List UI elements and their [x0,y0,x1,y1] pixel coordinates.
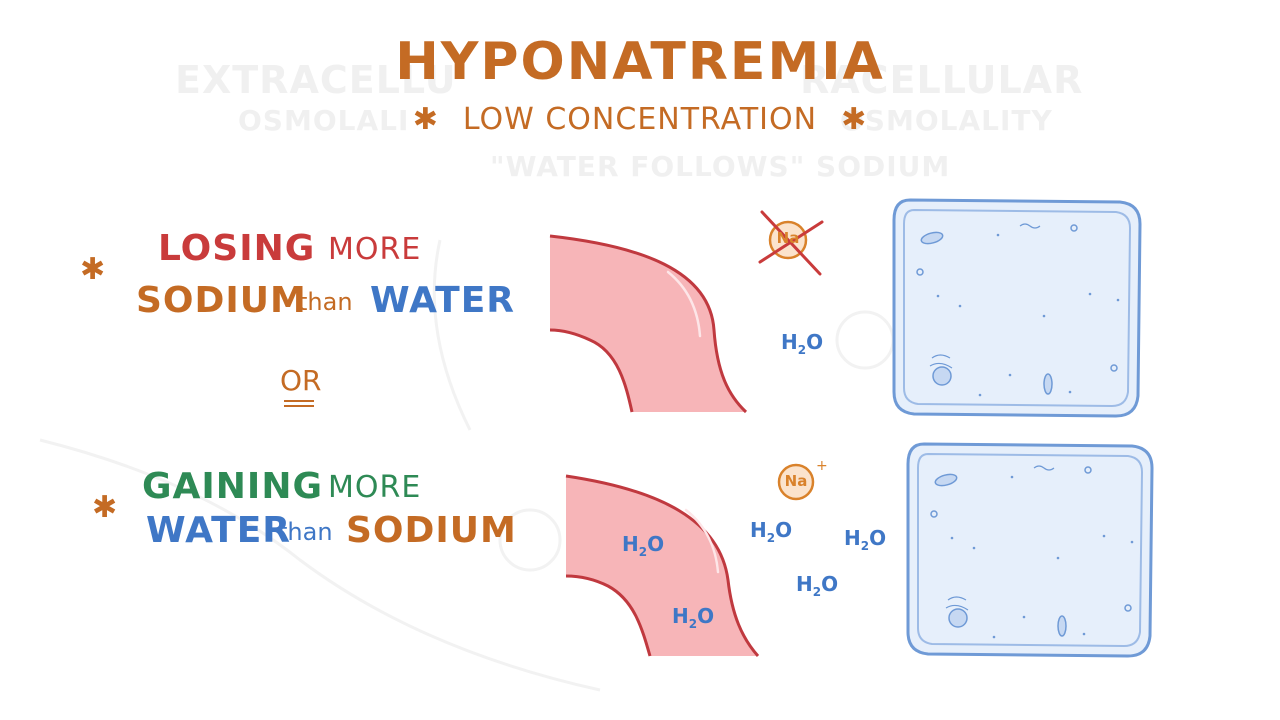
cross-out-mark [758,210,824,276]
label-water-2: WATER [146,510,292,551]
cell-top [892,198,1142,418]
label-losing: LOSING [158,228,316,269]
label-than-2: than [278,518,333,546]
water-molecule: H2O [781,330,824,357]
or-label: OR [280,364,322,397]
background-subtext-right: OSMOLALITY [840,104,1053,137]
label-gaining: GAINING [142,466,324,507]
or-underline [284,400,314,402]
star-bullet-icon: ✱ [92,490,118,525]
background-subtext-middle: "WATER FOLLOWS" SODIUM [490,150,951,183]
or-underline [284,405,314,407]
background-subtext-left: OSMOLALI [238,104,410,137]
subtitle-row: ✱ LOW CONCENTRATION ✱ [0,102,1280,137]
star-icon: ✱ [841,102,868,137]
water-molecule: H2O [844,526,887,553]
sodium-charge: + [816,458,828,474]
label-more-1: MORE [328,232,422,267]
star-bullet-icon: ✱ [80,252,106,287]
cell-bottom [906,442,1154,658]
blood-vessel-bottom [566,476,758,656]
page-title: HYPONATREMIA [395,32,885,92]
label-more-2: MORE [328,470,422,505]
blood-vessel-top [550,236,746,412]
water-molecule: H2O [622,532,665,559]
water-molecule: H2O [672,604,715,631]
label-than-1: than [298,288,353,316]
water-molecule: H2O [750,518,793,545]
label-water-1: WATER [370,280,516,321]
sodium-ion [777,463,815,501]
background-text-right: RACELLULAR [800,58,1084,102]
water-molecule: H2O [796,572,839,599]
background-text-left: EXTRACELLU [175,58,457,102]
label-sodium-2: SODIUM [346,510,517,551]
sodium-label: Na [784,472,808,490]
sodium-label-crossed: Na [776,229,800,247]
label-sodium-1: SODIUM [136,280,307,321]
star-icon: ✱ [412,102,439,137]
subtitle-text: LOW CONCENTRATION [462,102,818,137]
